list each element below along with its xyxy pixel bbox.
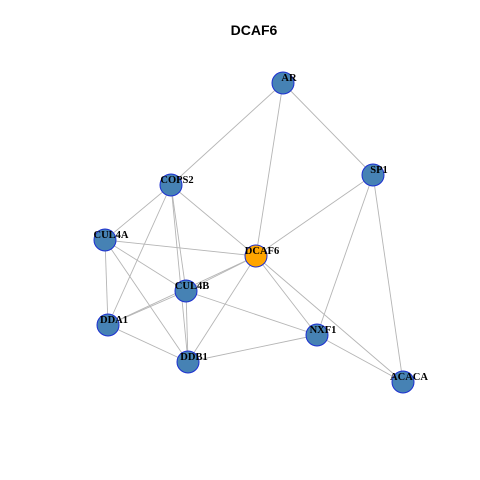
node-nxf1 [305, 323, 329, 347]
node-dda1 [96, 313, 120, 337]
edge-dcaf6-nxf1 [255, 255, 318, 336]
node-label-cul4b: CUL4B [175, 281, 209, 292]
edge-cops2-ddb1 [170, 184, 189, 363]
edge-cul4a-ddb1 [104, 239, 189, 363]
edge-ddb1-nxf1 [187, 334, 318, 363]
node-cul4a [93, 228, 117, 252]
node-label-dcaf6: DCAF6 [245, 246, 279, 257]
edge-ar-dcaf6 [255, 82, 284, 257]
edge-sp1-acaca [372, 174, 404, 383]
node-ar [271, 71, 295, 95]
edge-cul4a-dda1 [104, 239, 109, 326]
node-acaca [391, 370, 415, 394]
edge-dcaf6-acaca [255, 255, 404, 383]
node-layer [93, 71, 415, 394]
edge-sp1-dcaf6 [255, 174, 374, 257]
node-dcaf6 [244, 244, 268, 268]
edge-cul4a-cul4b [104, 239, 187, 292]
edge-cul4b-nxf1 [185, 290, 318, 336]
edge-cops2-dcaf6 [170, 184, 257, 257]
edge-ar-cops2 [170, 82, 284, 186]
node-cops2 [159, 173, 183, 197]
edge-cul4a-dcaf6 [104, 239, 257, 257]
chart-title: DCAF6 [231, 22, 278, 38]
edge-cul4b-dda1 [107, 290, 187, 326]
edge-sp1-nxf1 [316, 174, 374, 336]
edge-cops2-cul4a [104, 184, 172, 241]
edge-cops2-dda1 [107, 184, 172, 326]
node-ddb1 [176, 350, 200, 374]
node-label-cul4a: CUL4A [93, 230, 128, 241]
node-label-acaca: ACACA [390, 372, 428, 383]
edge-cops2-cul4b [170, 184, 187, 292]
edge-nxf1-acaca [316, 334, 404, 383]
edge-ar-sp1 [282, 82, 374, 176]
node-label-cops2: COPS2 [160, 175, 193, 186]
node-label-sp1: SP1 [370, 165, 388, 176]
edge-dcaf6-ddb1 [187, 255, 257, 363]
node-label-ddb1: DDB1 [180, 352, 207, 363]
edge-cul4b-ddb1 [185, 290, 189, 363]
node-sp1 [361, 163, 385, 187]
node-label-ar: AR [281, 73, 297, 84]
edge-layer [104, 82, 404, 383]
node-cul4b [174, 279, 198, 303]
node-label-nxf1: NXF1 [310, 325, 337, 336]
node-label-dda1: DDA1 [100, 315, 128, 326]
edge-dda1-ddb1 [107, 324, 189, 363]
